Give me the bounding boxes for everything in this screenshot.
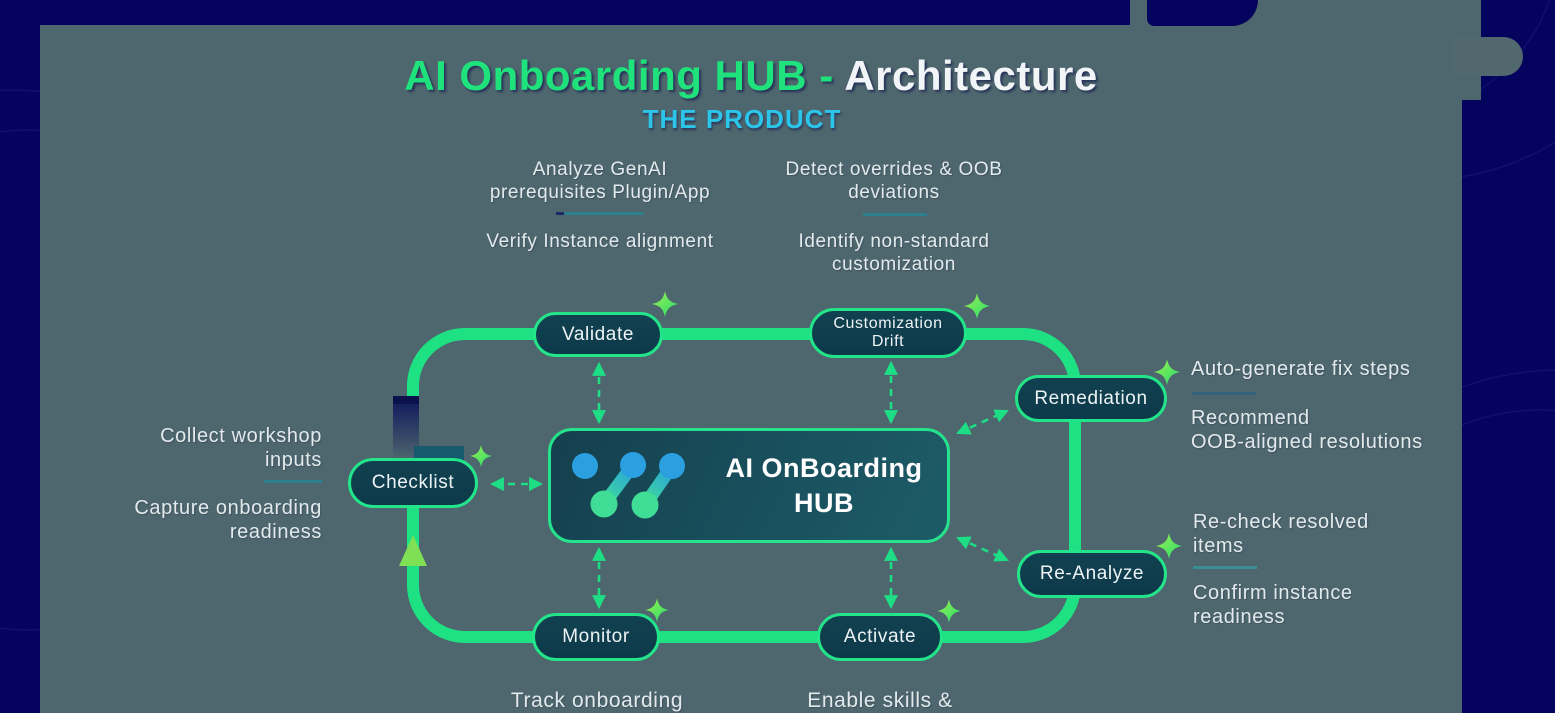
annotation-verify-line1: Verify Instance alignment	[486, 231, 714, 252]
annotation-enable: Enable skills &	[720, 689, 1040, 713]
annotation-analyze-line2: prerequisites Plugin/App	[489, 182, 711, 203]
annotation-collect: Collect workshop inputs	[120, 424, 322, 472]
annotation-confirm-line1: Confirm instance	[1193, 582, 1353, 604]
annotation-capture: Capture onboarding readiness	[120, 496, 322, 544]
node-reanalyze: Re-Analyze	[1017, 550, 1167, 598]
connector-hub-reanalyze	[956, 536, 1009, 562]
annotation-analyze-line1: Analyze GenAI	[532, 159, 668, 180]
annotation-identify-line1: Identify non-standard	[798, 231, 990, 252]
top-right-logo-silhouette	[1147, 0, 1258, 26]
annotation-autogenerate-line1: Auto-generate fix steps	[1191, 358, 1411, 380]
hub-title-line2: HUB	[794, 487, 854, 518]
node-reanalyze-label: Re-Analyze	[1039, 563, 1145, 585]
node-monitor: Monitor	[532, 613, 660, 661]
annotation-detect-line1: Detect overrides & OOB	[785, 159, 1003, 180]
node-validate-label: Validate	[561, 323, 635, 345]
node-checklist-label: Checklist	[371, 472, 455, 494]
hub-title: AI OnBoarding HUB	[701, 451, 947, 520]
annotation-detect: Detect overrides & OOB deviations	[734, 158, 1054, 204]
annotation-confirm: Confirm instance readiness	[1193, 581, 1423, 629]
annotation-identify: Identify non-standard customization	[734, 230, 1054, 276]
slide-panel	[40, 25, 1462, 713]
annotation-recommend: Recommend OOB-aligned resolutions	[1191, 406, 1441, 454]
page-title: AI Onboarding HUB - Architecture	[40, 52, 1462, 100]
annotation-verify: Verify Instance alignment	[440, 230, 760, 253]
page-title-highlight: AI Onboarding HUB -	[404, 52, 845, 99]
top-right-pill-shape	[1452, 37, 1523, 76]
annotation-recommend-line2: OOB-aligned resolutions	[1191, 431, 1423, 453]
node-customization-drift-label1: Customization	[833, 315, 943, 333]
divider-collect	[264, 480, 322, 483]
annotation-autogenerate: Auto-generate fix steps	[1191, 357, 1441, 381]
node-remediation-label: Remediation	[1034, 387, 1148, 409]
divider-reanalyze	[1193, 566, 1257, 569]
sparkle-icon-customization	[964, 293, 990, 319]
node-customization-drift: Customization Drift	[809, 308, 967, 358]
annotation-recheck-line2: items	[1193, 535, 1244, 557]
annotation-recheck: Re-check resolved items	[1193, 510, 1423, 558]
hub-logo-icon	[572, 452, 685, 519]
sparkle-icon-remediation	[1154, 359, 1180, 385]
annotation-collect-line1: Collect workshop	[160, 425, 322, 447]
annotation-analyze: Analyze GenAI prerequisites Plugin/App	[440, 158, 760, 204]
annotation-detect-line2: deviations	[848, 182, 940, 203]
hub-box: AI OnBoarding HUB	[548, 428, 950, 543]
annotation-collect-line2: inputs	[265, 449, 322, 471]
sparkle-icon-checklist	[469, 444, 493, 468]
node-activate: Activate	[817, 613, 943, 661]
sparkle-icon-activate	[937, 599, 961, 623]
divider-analyze	[556, 212, 644, 215]
node-customization-drift-label2: Drift	[871, 333, 905, 350]
sparkle-icon-monitor	[645, 598, 669, 622]
node-remediation: Remediation	[1015, 375, 1167, 422]
annotation-capture-line2: readiness	[229, 521, 322, 543]
sparkle-icon-reanalyze	[1156, 533, 1182, 559]
page-title-rest: Architecture	[844, 52, 1098, 99]
annotation-track: Track onboarding	[437, 689, 757, 713]
annotation-confirm-line2: readiness	[1193, 606, 1286, 628]
annotation-recheck-line1: Re-check resolved	[1193, 511, 1369, 533]
node-monitor-label: Monitor	[562, 626, 630, 648]
hub-title-line1: AI OnBoarding	[725, 452, 923, 483]
loop-up-arrow	[399, 535, 427, 566]
page-subtitle: THE PRODUCT	[642, 104, 842, 134]
divider-remediation	[1192, 392, 1256, 395]
divider-detect	[863, 213, 927, 216]
annotation-recommend-line1: Recommend	[1191, 407, 1310, 429]
annotation-track-line1: Track onboarding	[510, 689, 684, 712]
node-checklist: Checklist	[348, 458, 478, 508]
annotation-enable-line1: Enable skills &	[807, 689, 953, 712]
node-activate-label: Activate	[843, 626, 917, 648]
annotation-identify-line2: customization	[832, 254, 956, 275]
annotation-capture-line1: Capture onboarding	[134, 497, 322, 519]
node-validate: Validate	[533, 312, 663, 357]
sparkle-icon-validate	[652, 291, 678, 317]
connector-hub-remediation	[956, 409, 1009, 435]
